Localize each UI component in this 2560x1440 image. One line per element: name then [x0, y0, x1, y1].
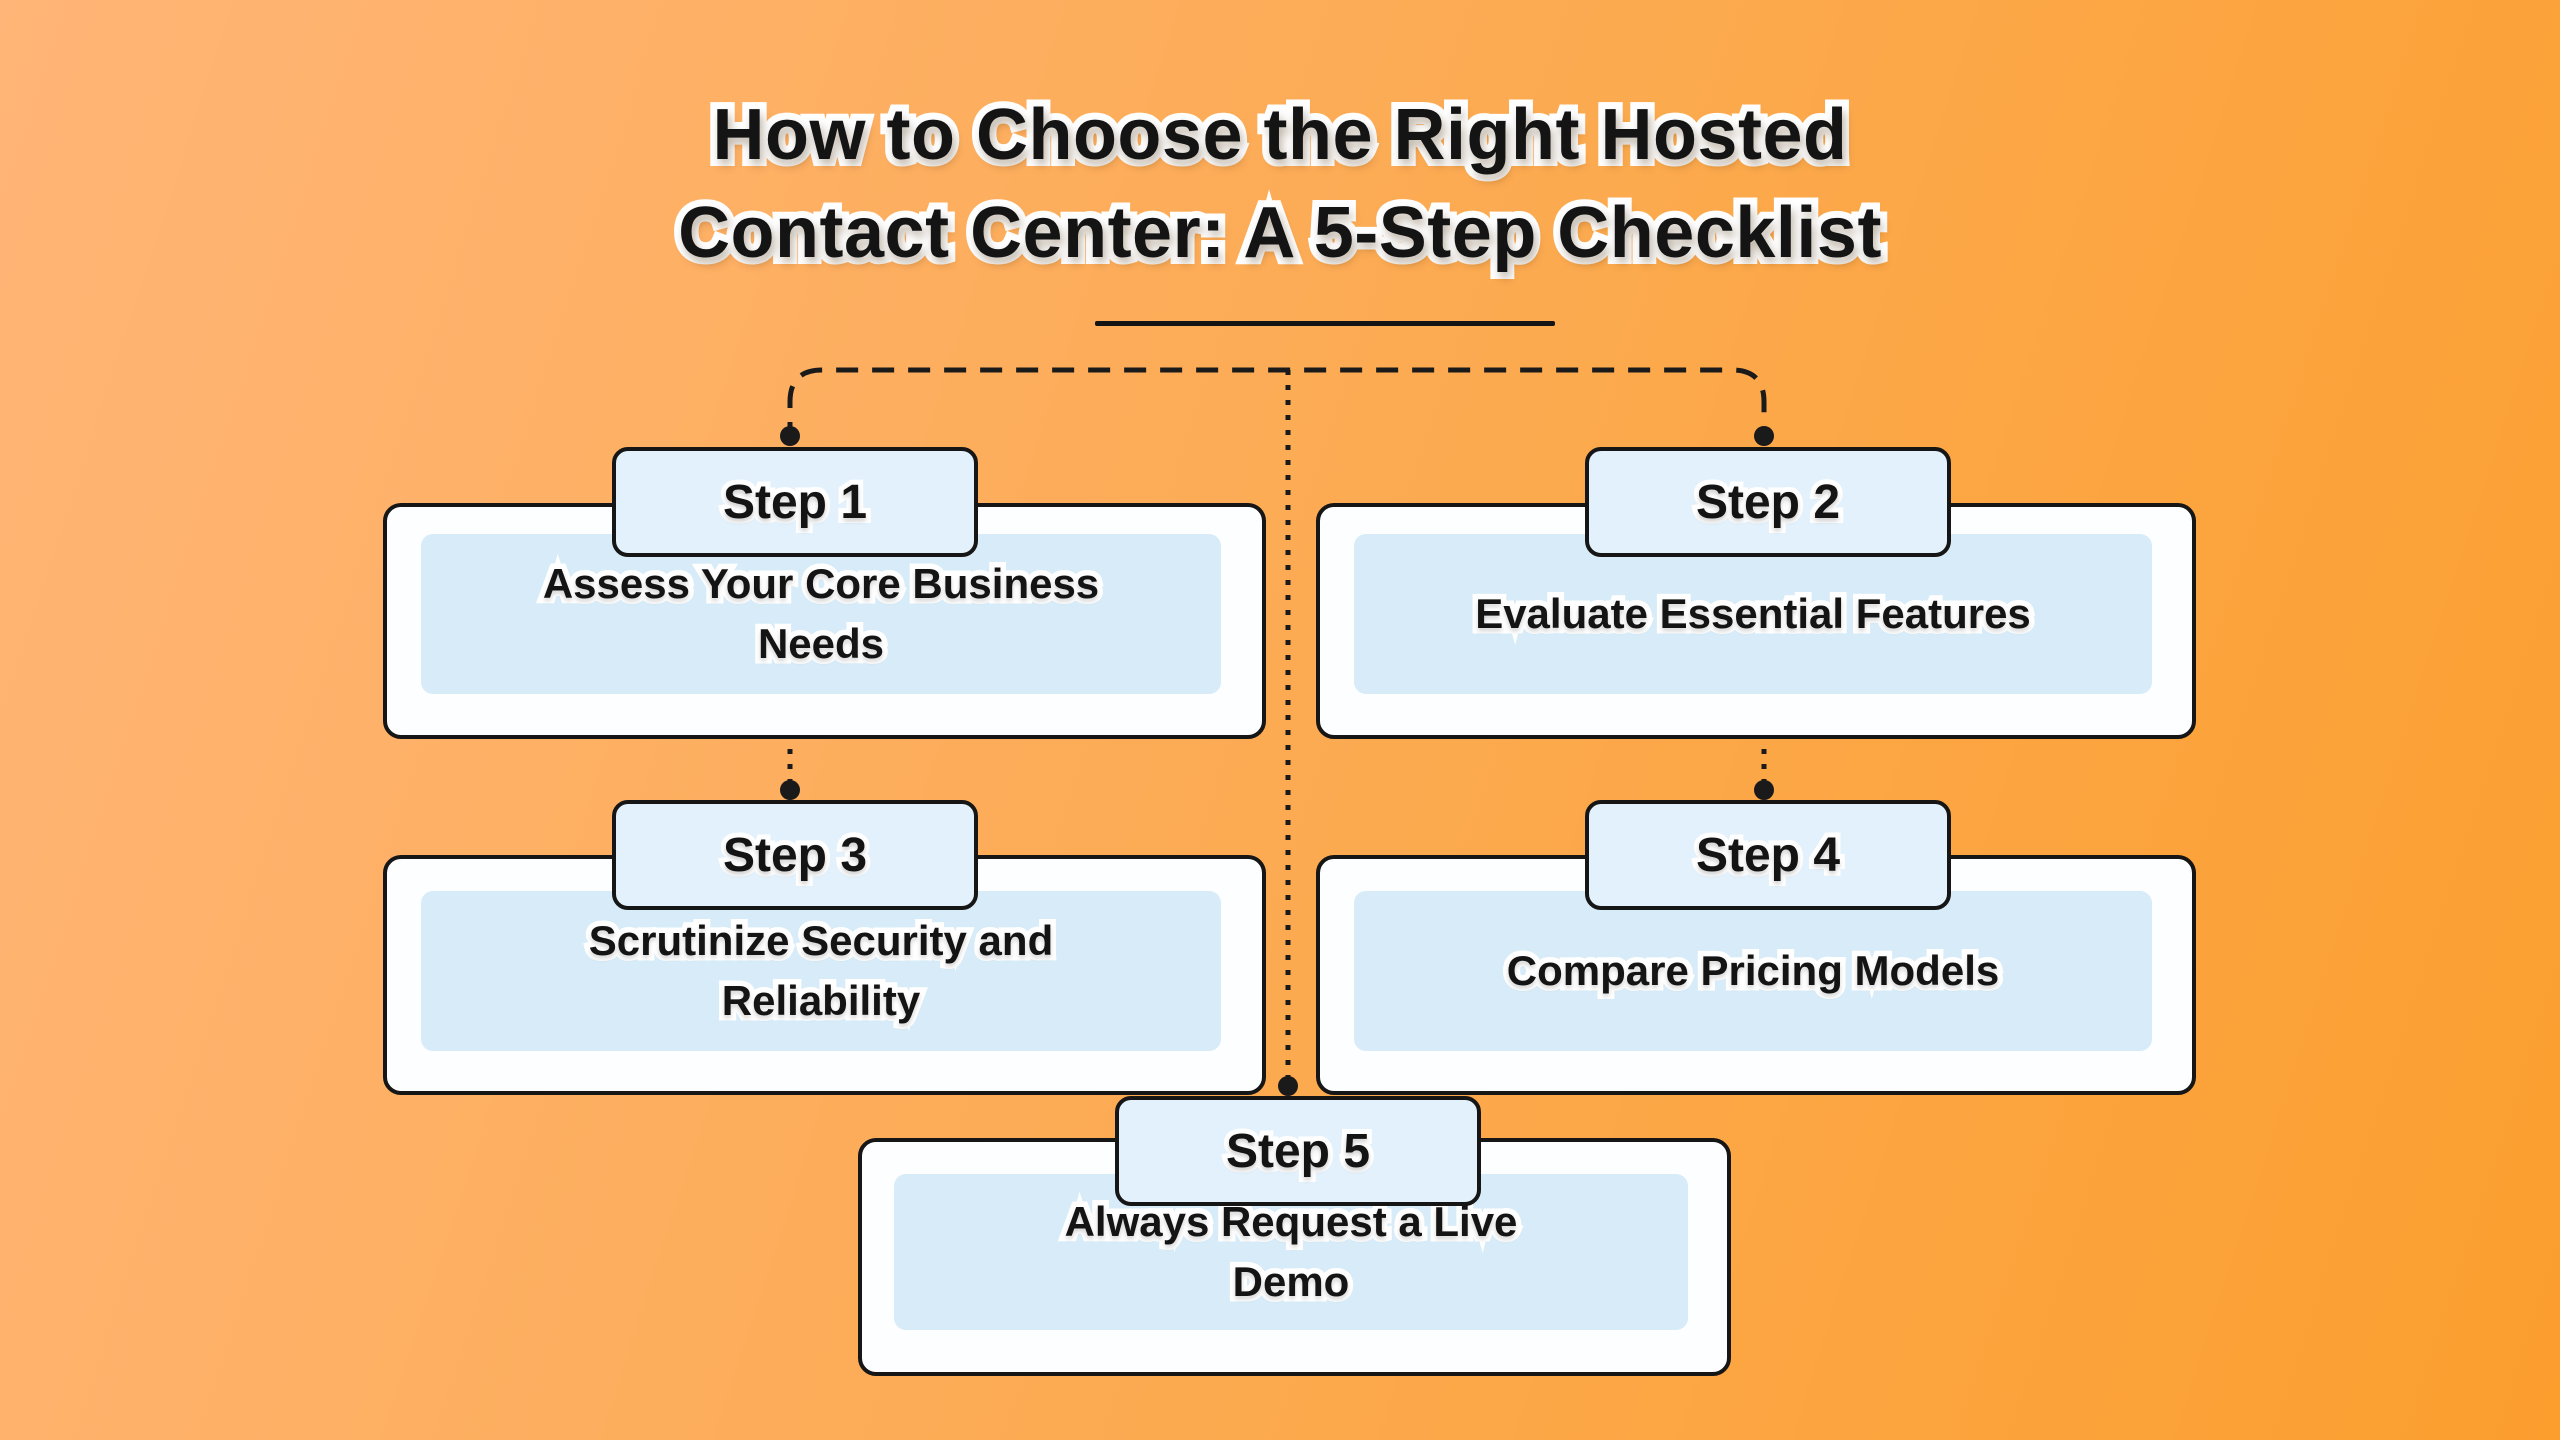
step-2-panel: Evaluate Essential Features: [1354, 534, 2152, 694]
arrow-dot-step2: [1754, 426, 1774, 446]
step-2-tab: Step 2: [1585, 447, 1951, 557]
step-3-label: Step 3: [718, 824, 872, 887]
step-1-panel: Assess Your Core Business Needs: [421, 534, 1221, 694]
title-line-1: How to Choose the Right Hosted: [706, 88, 1854, 182]
step-3-card: Step 3 Scrutinize Security and Reliabili…: [383, 800, 1266, 1095]
step-3-text: Scrutinize Security and Reliability: [583, 912, 1058, 1030]
step-1-text: Assess Your Core Business Needs: [537, 555, 1104, 673]
step-3-tab: Step 3: [612, 800, 978, 910]
arrow-dot-step1: [780, 426, 800, 446]
step-1-label: Step 1: [718, 471, 872, 534]
page-title: How to Choose the Right Hosted Contact C…: [0, 86, 2560, 282]
step-4-card: Step 4 Compare Pricing Models: [1316, 800, 2196, 1095]
step-1-tab: Step 1: [612, 447, 978, 557]
arrow-dot-step3: [780, 780, 800, 800]
step-4-tab: Step 4: [1585, 800, 1951, 910]
title-underline: [1095, 321, 1555, 326]
step-5-label: Step 5: [1221, 1120, 1375, 1183]
step-2-card: Step 2 Evaluate Essential Features: [1316, 447, 2196, 739]
step-5-card: Step 5 Always Request a Live Demo: [858, 1096, 1731, 1376]
step-4-panel: Compare Pricing Models: [1354, 891, 2152, 1051]
step-1-card: Step 1 Assess Your Core Business Needs: [383, 447, 1266, 739]
step-2-text: Evaluate Essential Features: [1470, 585, 2037, 643]
step-4-label: Step 4: [1691, 824, 1845, 887]
step-5-tab: Step 5: [1115, 1096, 1481, 1206]
step-5-text: Always Request a Live Demo: [1059, 1193, 1523, 1311]
branch-connector-dashed: [787, 367, 1767, 444]
step-2-label: Step 2: [1691, 471, 1845, 534]
step-4-text: Compare Pricing Models: [1501, 942, 2004, 1000]
arrow-dot-step4: [1754, 780, 1774, 800]
title-line-2: Contact Center: A 5-Step Checklist: [671, 186, 1888, 280]
arrow-dot-step5: [1278, 1076, 1298, 1096]
step-3-panel: Scrutinize Security and Reliability: [421, 891, 1221, 1051]
